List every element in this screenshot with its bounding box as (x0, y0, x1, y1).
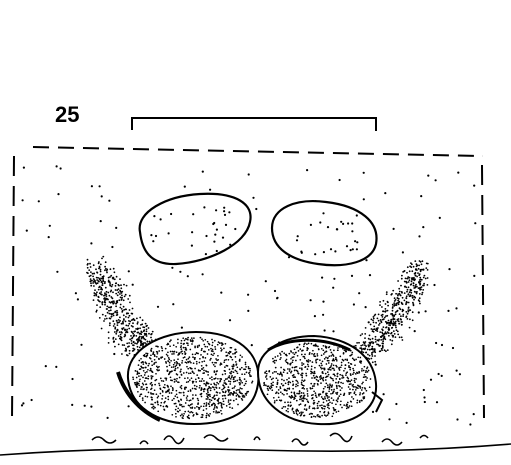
dashed-frame (0, 147, 511, 455)
bottom-squiggles (92, 433, 428, 445)
upper-right-oval (272, 201, 377, 265)
lower-left-body (118, 332, 258, 424)
scale-bar (132, 118, 376, 131)
upper-left-oval (140, 194, 251, 264)
right-stippled-arm (353, 260, 428, 364)
